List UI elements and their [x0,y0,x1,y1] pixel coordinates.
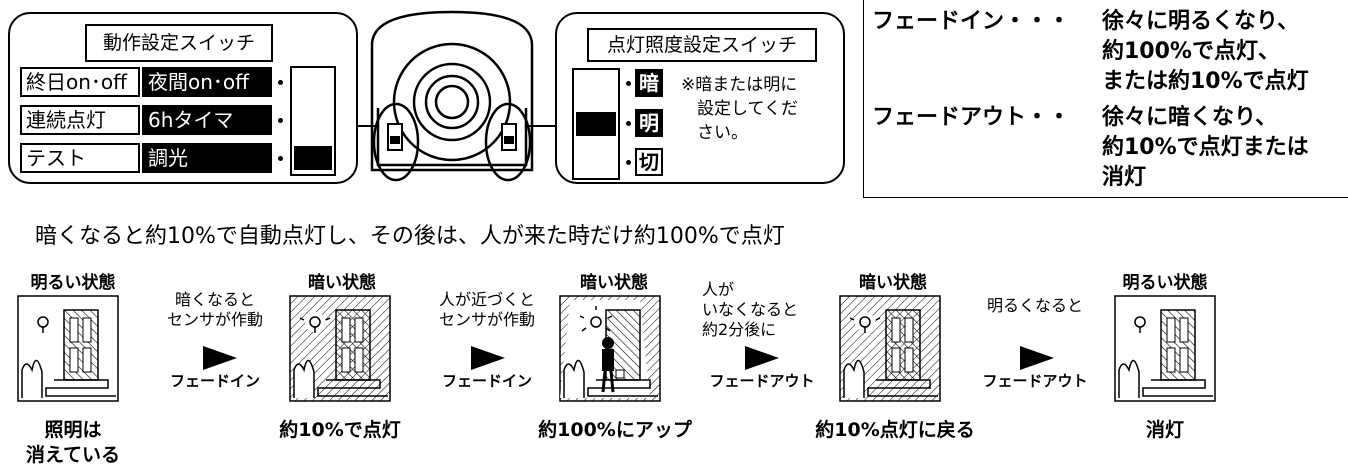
note-line: さい。 [697,123,748,143]
fade-out-label: フェードアウト・・ [872,105,1071,130]
state-caption: 消えている [25,444,121,466]
fade-in-line: または約10%で点灯 [1102,69,1309,94]
state-caption: 消灯 [1145,419,1184,441]
scene-4-icon [839,295,941,402]
dot-marker [626,121,631,126]
fade-out-line: 約10%で点灯または [1102,135,1309,160]
fade-out-line: 徐々に暗くなり、 [1102,105,1278,130]
transition-text: 暗くなると [174,290,255,309]
state-title: 暗い状態 [859,273,927,293]
transition-text: 人が [702,280,735,299]
slider-knob [576,112,616,136]
option-dimming: 調光 [142,143,272,173]
summary-sentence: 暗くなると約10%で自動点灯し、その後は、人が来た時だけ約100%で点灯 [35,224,785,249]
option-6h-timer: 6hタイマ [142,105,272,135]
dot-marker [278,80,283,85]
sensor-device-icon [356,10,557,182]
transition-label: フェードアウト [709,372,815,390]
transition-label: フェードイン [169,372,260,390]
arrow-2-icon [471,346,505,370]
note-line: ※暗または明に [681,75,798,95]
state-title: 明るい状態 [1122,273,1208,293]
transition-text: 明るくなると [986,296,1083,315]
slider-knob [294,146,332,170]
scene-5-icon [1114,295,1216,402]
fade-definition-box: フェードイン・・・ 徐々に明るくなり、 約100%で点灯、 または約10%で点灯… [863,0,1348,198]
dot-marker [278,118,283,123]
dot-marker [626,81,631,86]
fade-in-line: 徐々に明るくなり、 [1102,9,1300,34]
operation-switch-title: 動作設定スイッチ [85,24,273,62]
transition-label: フェードアウト [982,372,1088,390]
illuminance-switch-title: 点灯照度設定スイッチ [587,28,817,62]
state-caption: 約10%点灯に戻る [815,419,975,441]
state-title: 暗い状態 [580,273,648,293]
note-line: 設定してくだ [697,99,798,119]
transition-text: 約2分後に [702,320,777,339]
option-night: 夜間on･off [142,67,272,97]
transition-text: 人が近づくと [438,290,535,309]
label-off: 切 [635,148,663,176]
scene-1-icon [17,295,119,402]
option-test: テスト [20,143,140,173]
dot-marker [278,156,283,161]
scene-3-icon [559,295,661,402]
dot-marker [626,160,631,165]
operation-slider [290,66,336,176]
label-dark: 暗 [635,69,663,97]
state-caption: 照明は [44,419,102,441]
scene-2-icon [289,295,391,402]
fade-in-line: 約100%で点灯、 [1102,39,1280,64]
transition-text: センサが作動 [166,310,263,329]
arrow-3-icon [745,346,779,370]
arrow-4-icon [1020,346,1054,370]
transition-text: センサが作動 [438,310,535,329]
option-all-day: 終日on･off [20,67,140,97]
option-continuous: 連続点灯 [20,105,140,135]
label-bright: 明 [635,109,663,137]
state-caption: 約10%で点灯 [279,419,401,441]
state-caption: 約100%にアップ [538,419,692,441]
fade-in-label: フェードイン・・・ [872,9,1071,34]
transition-label: フェードイン [441,372,532,390]
state-title: 明るい状態 [30,273,116,293]
arrow-1-icon [203,346,237,370]
illuminance-slider [572,68,620,180]
transition-text: いなくなると [702,300,799,319]
illuminance-switch-panel: 点灯照度設定スイッチ 暗 明 切 ※暗または明に 設定してくだ さい。 [555,12,845,184]
fade-out-line: 消灯 [1102,165,1147,190]
operation-switch-panel: 動作設定スイッチ 終日on･off 夜間on･off 連続点灯 6hタイマ テス… [8,12,358,184]
state-title: 暗い状態 [308,273,376,293]
